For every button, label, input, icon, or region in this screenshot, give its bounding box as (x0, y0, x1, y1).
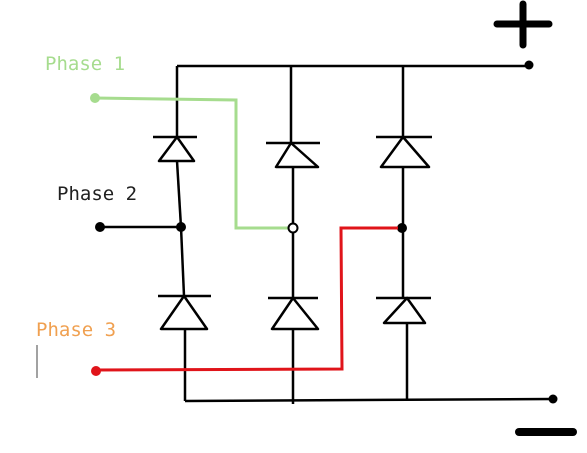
negative-rail (184, 397, 554, 403)
leg-3 (376, 66, 432, 400)
phase3-terminal (91, 366, 101, 376)
phase1-wire (90, 93, 299, 234)
junction-leg3 (397, 223, 407, 233)
junction-leg2 (287, 222, 299, 234)
phase2-label: Phase 2 (57, 183, 137, 205)
diode-top-leg3 (376, 135, 432, 169)
phase2-terminal (95, 222, 105, 232)
diode-top-leg1 (153, 135, 197, 163)
phase3-label: Phase 3 (36, 319, 116, 341)
diode-bottom-leg1 (158, 294, 211, 331)
plus-symbol (493, 0, 553, 49)
leg-2 (266, 66, 320, 404)
phase1-label: Phase 1 (45, 53, 125, 75)
phase1-terminal (90, 93, 100, 103)
leg-1 (153, 66, 211, 401)
negative-terminal (548, 394, 558, 404)
positive-terminal (524, 60, 534, 70)
phase2-wire (95, 222, 181, 232)
diode-top-leg2 (266, 141, 320, 169)
diode-bottom-leg2 (268, 296, 320, 331)
diode-bottom-leg3 (376, 296, 431, 325)
phase3-wire (91, 226, 398, 376)
